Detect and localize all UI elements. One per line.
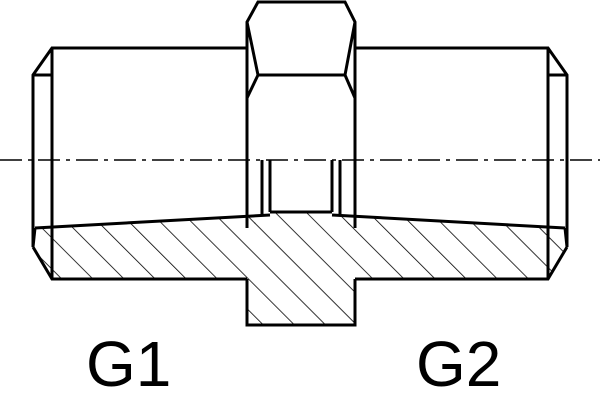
right-taper-section	[332, 215, 567, 279]
left-taper-section	[33, 215, 270, 279]
label-g2: G2	[416, 328, 501, 400]
hex-body-section	[247, 212, 355, 325]
label-g1: G1	[86, 328, 171, 400]
outline	[31, 0, 569, 327]
